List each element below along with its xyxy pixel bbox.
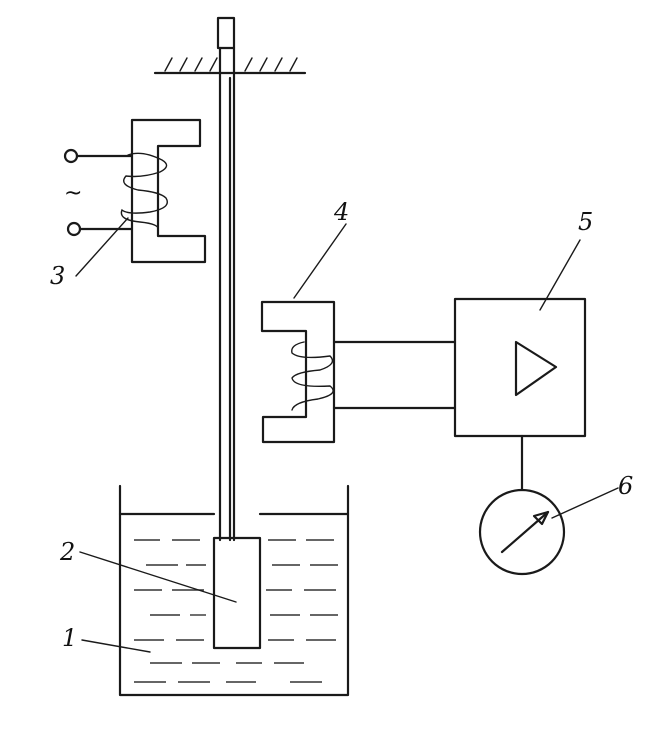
label-5: 5 [578,208,593,236]
leader-3 [75,217,129,277]
leader-lines [75,217,619,653]
tank [118,484,350,697]
amplifier-block [453,297,587,438]
leader-5 [539,239,581,311]
leader-6 [551,487,619,519]
leader-1 [81,639,151,653]
top-mount [153,16,307,75]
float-body [212,536,262,650]
pickup-core [260,300,336,444]
source-terminals [63,148,134,237]
terminal-bottom [66,221,82,237]
label-4: 4 [333,198,349,226]
label-3: 3 [50,262,65,290]
liquid-waves [134,539,338,683]
rod [218,46,236,542]
terminal-top [63,148,79,164]
exciter-core [120,118,207,264]
pickup-wires [332,340,457,410]
label-6: 6 [618,472,633,500]
needle-arrow-icon [532,510,550,526]
label-2: 2 [59,538,75,566]
amplifier-triangle-icon [514,340,558,397]
ac-source-symbol: ~ [64,181,82,206]
leader-4 [293,223,347,299]
leader-2 [79,551,237,603]
label-1: 1 [62,624,77,652]
meter-gauge [478,488,566,576]
